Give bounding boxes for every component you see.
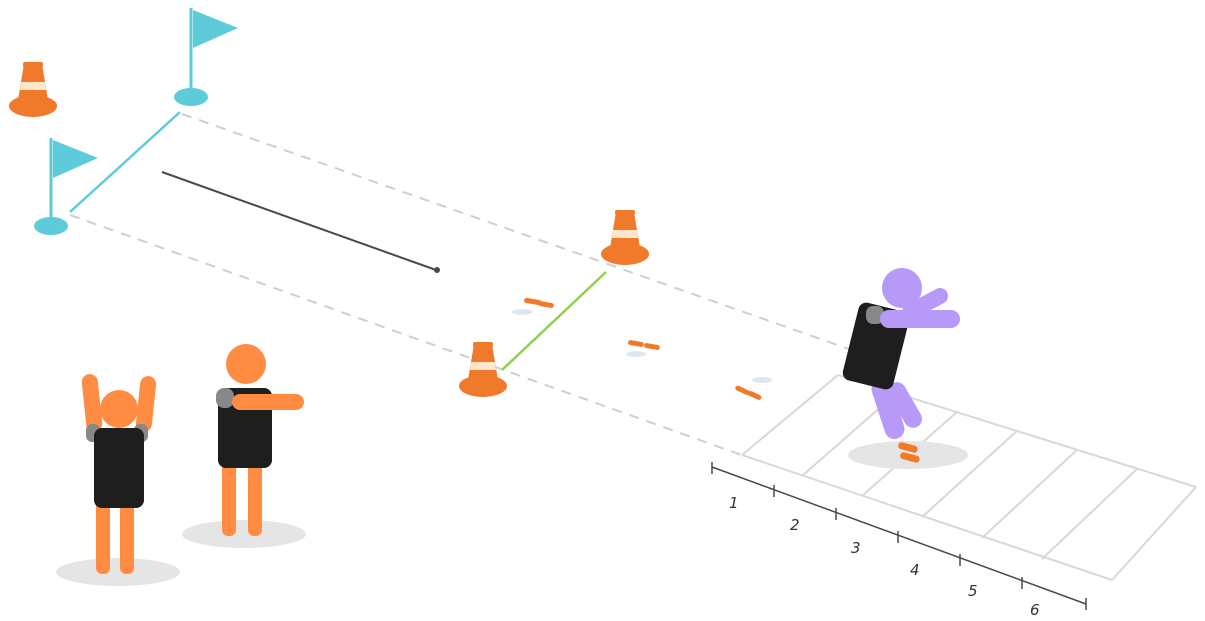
footprint-icon <box>735 377 772 400</box>
footprint-icon <box>512 297 554 315</box>
measure-line <box>161 171 437 271</box>
zone-number-6: 6 <box>1030 601 1040 619</box>
cone-icon <box>601 210 649 265</box>
flag-icon <box>34 138 98 235</box>
cone-icon <box>459 342 507 397</box>
flag-icon <box>174 8 238 106</box>
footprints <box>512 297 772 400</box>
zone-number-2: 2 <box>790 516 800 534</box>
zone-number-4: 4 <box>910 561 920 579</box>
zone-number-5: 5 <box>968 582 978 600</box>
zone-numbers: 1 2 3 4 5 6 <box>729 494 1040 619</box>
zone-number-1: 1 <box>729 494 739 512</box>
distance-ruler <box>711 462 1087 610</box>
start-line <box>501 271 607 371</box>
cone-icon <box>9 62 57 117</box>
lane-guide-bottom <box>69 214 751 459</box>
zone-number-3: 3 <box>851 539 861 557</box>
flag-connector-line <box>69 111 181 213</box>
footprint-icon <box>626 340 660 357</box>
lane-guide-top <box>181 113 881 361</box>
measure-line-end <box>434 267 440 273</box>
referee-figure <box>56 374 180 586</box>
jumper-figure <box>842 268 968 469</box>
athlete-figure <box>182 344 306 548</box>
lane-guides <box>69 113 881 459</box>
landing-grid <box>741 374 1197 581</box>
